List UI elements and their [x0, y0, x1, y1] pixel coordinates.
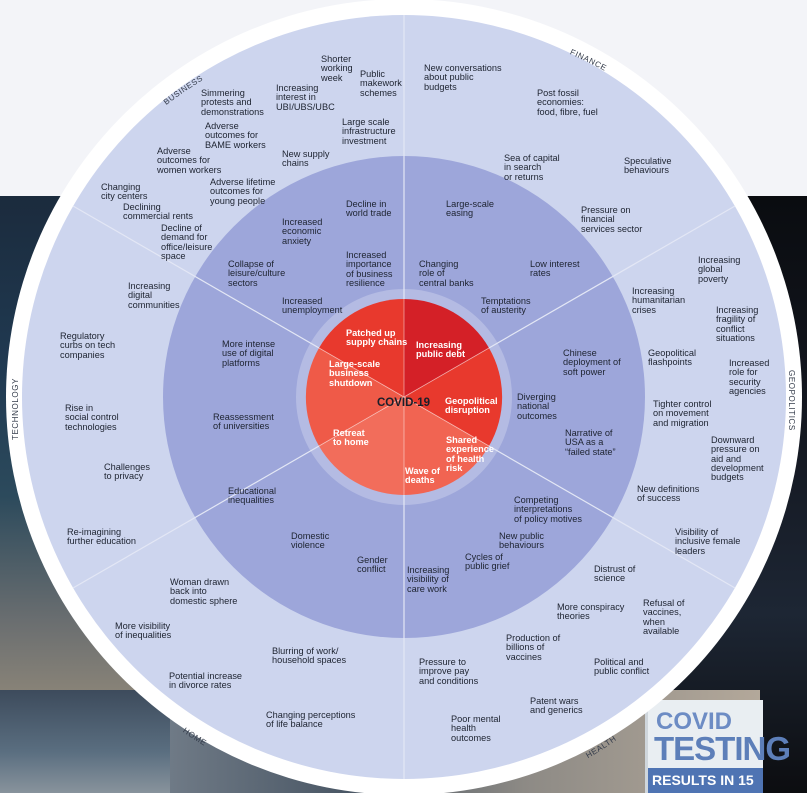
background-photo-bottom-left	[0, 690, 170, 793]
testing-sign-photo: COVID TESTING RESULTS IN 15	[645, 700, 791, 793]
label-business-resilience: Increased importance of business resilie…	[346, 250, 393, 288]
wedge-geopolitical	[404, 348, 503, 446]
label-care-work: Increasing visibility of care work	[407, 565, 450, 594]
label-new-public-behaviours: New public behaviours	[499, 531, 544, 551]
label-simmering-protests: Simmering protests and demonstrations	[201, 88, 264, 117]
label-shorter-working-week: Shorter working week	[321, 54, 353, 83]
label-adverse-women: Adverse outcomes for women workers	[157, 146, 222, 175]
label-challenges-privacy: Challenges to privacy	[104, 462, 150, 482]
label-female-leaders: Visibility of inclusive female leaders	[675, 527, 741, 556]
label-decline-world-trade: Decline in world trade	[346, 199, 392, 219]
label-low-interest: Low interest rates	[530, 259, 580, 279]
label-humanitarian-crises: Increasing humanitarian crises	[632, 286, 686, 315]
label-regulatory-curbs: Regulatory curbs on tech companies	[60, 331, 116, 360]
inner-label-geopolitical: Geopolitical disruption	[445, 396, 498, 416]
label-declining-rents: Declining commercial rents	[123, 202, 193, 222]
label-conspiracy-theories: More conspiracy theories	[557, 602, 625, 622]
label-sea-of-capital: Sea of capital in search or returns	[504, 153, 560, 182]
inner-label-retreat-home: Retreat to home	[333, 428, 369, 448]
label-large-scale-easing: Large-scale easing	[446, 199, 495, 219]
label-diverging-national: Diverging national outcomes	[517, 392, 557, 421]
inner-wedges	[305, 298, 503, 496]
center-label: COVID-19	[377, 397, 431, 409]
label-divorce-rates: Potential increase in divorce rates	[169, 671, 243, 691]
label-new-definitions-success: New definitions of success	[637, 484, 700, 504]
label-woman-drawn-back: Woman drawn back into domestic sphere	[170, 577, 238, 606]
label-increasing-ubi: Increasing interest in UBI/UBS/UBC	[276, 83, 335, 112]
label-reimagining-education: Re-imagining further education	[67, 527, 136, 547]
inner-label-business-shutdown: Large-scale business shutdown	[329, 359, 381, 388]
label-unemployment: Increased unemployment	[282, 296, 343, 316]
category-geopolitics: GEOPOLITICS	[787, 370, 796, 431]
label-new-supply-chains: New supply chains	[282, 149, 330, 169]
label-pressure-financial: Pressure on financial services sector	[581, 205, 643, 234]
label-digital-communities: Increasing digital communities	[128, 281, 180, 310]
label-economic-anxiety: Increased economic anxiety	[282, 217, 323, 246]
label-patent-wars: Patent wars and generics	[530, 696, 583, 716]
label-security-agencies: Increased role for security agencies	[729, 358, 770, 396]
category-technology: TECHNOLOGY	[11, 378, 20, 440]
label-digital-platforms: More intense use of digital platforms	[222, 339, 276, 368]
inner-label-shared-experience: Shared experience of health risk	[446, 435, 495, 473]
label-post-fossil: Post fossil economies: food, fibre, fuel	[537, 88, 598, 117]
label-visibility-inequalities: More visibility of inequalities	[115, 621, 172, 641]
label-narrative-usa: Narrative of USA as a “failed state”	[565, 428, 616, 457]
wedge-business	[319, 298, 404, 397]
wedge-health	[404, 397, 489, 496]
label-public-makework: Public makework schemes	[360, 69, 402, 98]
label-reassessment-universities: Reassessment of universities	[213, 412, 274, 432]
wedge-home	[319, 397, 404, 496]
label-tighter-control: Tighter control on movement and migratio…	[653, 399, 712, 428]
label-political-conflict: Political and public conflict	[594, 657, 650, 677]
wedge-technology	[305, 348, 404, 446]
label-collapse-leisure: Collapse of leisure/culture sectors	[228, 259, 286, 288]
label-improve-pay: Pressure to improve pay and conditions	[419, 657, 479, 686]
label-refusal-vaccines: Refusal of vaccines, when available	[643, 598, 685, 636]
label-public-grief: Cycles of public grief	[465, 552, 510, 572]
label-austerity: Temptations of austerity	[481, 296, 531, 316]
label-chinese-soft-power: Chinese deployment of soft power	[563, 348, 621, 377]
label-infrastructure: Large scale infrastructure investment	[342, 117, 396, 146]
label-changing-city: Changing city centers	[101, 182, 148, 202]
label-domestic-violence: Domestic violence	[291, 531, 330, 551]
label-distrust-science: Distrust of science	[594, 564, 636, 584]
label-blurring-work: Blurring of work/ household spaces	[272, 646, 347, 666]
label-new-conversations: New conversations about public budgets	[424, 63, 502, 92]
label-downward-pressure-aid: Downward pressure on aid and development…	[711, 435, 764, 483]
label-global-poverty: Increasing global poverty	[698, 255, 741, 284]
sign-line-3: RESULTS IN 15	[648, 768, 763, 793]
inner-label-wave-deaths: Wave of deaths	[405, 466, 440, 486]
label-social-control: Rise in social control technologies	[65, 403, 119, 432]
label-mental-health: Poor mental health outcomes	[451, 714, 501, 743]
label-fragility-conflict: Increasing fragility of conflict situati…	[716, 305, 759, 343]
label-geopolitical-flashpoints: Geopolitical flashpoints	[648, 348, 697, 368]
inner-label-public-debt: Increasing public debt	[416, 340, 465, 360]
label-decline-office: Decline of demand for office/leisure spa…	[161, 223, 213, 261]
inner-wedge-lines	[318, 299, 490, 495]
label-speculative: Speculative behaviours	[624, 156, 672, 176]
label-adverse-lifetime: Adverse lifetime outcomes for young peop…	[210, 177, 276, 206]
wedge-public-debt	[404, 298, 489, 397]
inner-label-patched-supply: Patched up supply chains	[346, 328, 408, 348]
label-production-vaccines: Production of billions of vaccines	[506, 633, 561, 662]
label-adverse-bame: Adverse outcomes for BAME workers	[205, 121, 266, 150]
sign-line-1: COVID	[656, 708, 733, 735]
sign-line-2: TESTING	[654, 730, 791, 767]
label-life-balance: Changing perceptions of life balance	[266, 710, 356, 730]
label-central-banks: Changing role of central banks	[419, 259, 474, 288]
label-educational-inequalities: Educational inequalities	[228, 486, 277, 506]
label-competing-interpretations: Competing interpretations of policy moti…	[514, 495, 582, 524]
label-gender-conflict: Gender conflict	[357, 555, 388, 575]
